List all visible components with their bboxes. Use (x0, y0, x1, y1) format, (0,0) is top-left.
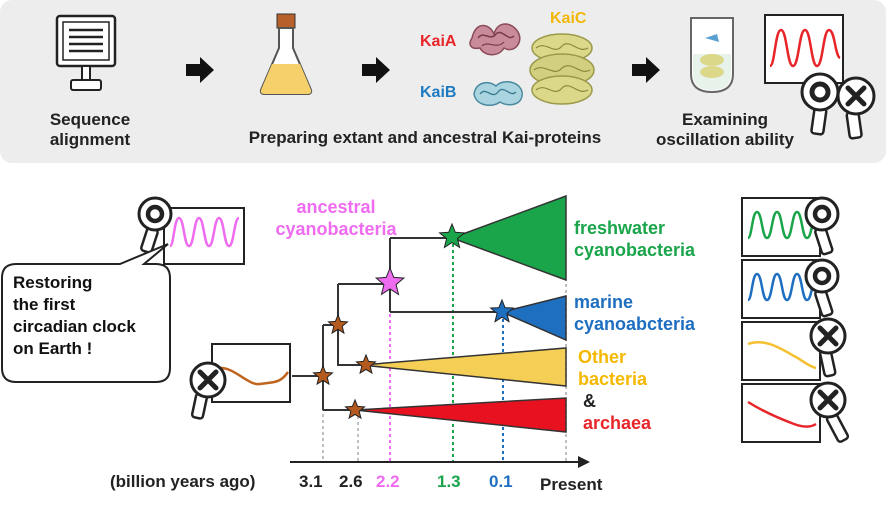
step3-line1: Examining (682, 110, 768, 129)
kaic-structure-image (529, 33, 595, 105)
archaea-label: archaea (583, 413, 652, 433)
star-node-a (327, 313, 349, 335)
step1-line2: alignment (49, 130, 131, 149)
tick-label-2.6: 2.6 (339, 472, 363, 491)
kaib-label: KaiB (420, 84, 457, 101)
cross-magnifier-icon (809, 317, 847, 378)
step1-line1: Sequence (49, 110, 131, 129)
circle-magnifier-icon (800, 72, 840, 136)
workflow-panel (0, 0, 886, 163)
archaea-flat-graph (741, 383, 821, 443)
step-sequence-alignment: Sequence alignment (40, 110, 140, 150)
ancestral-line2: cyanobacteria (275, 219, 397, 239)
time-axis-arrowhead (578, 456, 590, 468)
time-unit-label: (billion years ago) (110, 472, 256, 491)
cross-magnifier-icon (836, 76, 876, 140)
step-examining-oscillation: Examining oscillation ability (630, 110, 820, 150)
marine-cyanobacteria-label: marine cyanoabcteria (574, 291, 695, 335)
step3-line2: oscillation ability (656, 130, 794, 149)
callout-line4: on Earth ! (13, 339, 93, 358)
star-ancestral-cyanobacteria (374, 266, 406, 296)
other-bacteria-label: Other bacteria (578, 346, 647, 390)
present-label: Present (540, 475, 603, 494)
flask-icon (259, 13, 313, 95)
tick-label-3.1: 3.1 (299, 472, 323, 491)
kaib-structure-image (473, 80, 523, 107)
kaic-label: KaiC (550, 10, 587, 27)
freshwater-line1: freshwater (574, 218, 666, 238)
star-node-3.1 (312, 364, 334, 386)
step-preparing-proteins: Preparing extant and ancestral Kai-prote… (248, 128, 602, 147)
freshwater-oscillation-graph (741, 197, 821, 257)
freshwater-clade-triangle (449, 194, 567, 282)
freshwater-line2: cyanobacteria (574, 240, 696, 260)
marine-line1: marine (574, 292, 634, 312)
arrow-right-icon (186, 57, 214, 83)
marine-line2: cyanoabcteria (574, 314, 696, 334)
arrow-right-icon (632, 57, 660, 83)
beaker-icon (690, 17, 734, 94)
computer-monitor-icon (55, 14, 117, 91)
ampersand-label: & (583, 391, 596, 411)
other-line2: bacteria (578, 369, 648, 389)
arrow-right-icon (362, 57, 390, 83)
circle-magnifier-icon (137, 196, 173, 254)
archaea-clade-triangle (354, 397, 567, 433)
oscillation-result-graph (764, 14, 844, 84)
ancestral-cyanobacteria-label: ancestral cyanobacteria (266, 196, 406, 240)
marine-clade-triangle (499, 295, 567, 342)
tick-label-2.2: 2.2 (376, 472, 400, 491)
callout-line3: circadian clock (13, 317, 136, 336)
callout-line1: Restoring (13, 273, 93, 292)
tick-label-0.1: 0.1 (489, 472, 513, 491)
ancestral-oscillation-graph (163, 207, 245, 265)
circle-magnifier-icon (804, 258, 840, 318)
circle-magnifier-icon (804, 196, 840, 256)
branch-to-bacteria-node (337, 325, 362, 366)
other-bacteria-clade-triangle (361, 347, 567, 387)
star-node-archaea (344, 398, 366, 420)
star-node-bacteria (355, 353, 377, 375)
tick-label-1.3: 1.3 (437, 472, 461, 491)
cross-magnifier-icon (189, 361, 227, 420)
star-freshwater-node (438, 222, 466, 249)
star-marine-node (489, 298, 515, 323)
ancestral-line1: ancestral (296, 197, 376, 217)
kaia-structure-image (469, 23, 521, 56)
callout-line2: the first (13, 295, 76, 314)
kaia-label: KaiA (420, 33, 457, 50)
freshwater-cyanobacteria-label: freshwater cyanobacteria (574, 217, 695, 261)
cross-magnifier-icon (809, 381, 850, 443)
callout-bubble (1, 243, 171, 383)
callout-text: Restoring the first circadian clock on E… (13, 272, 136, 360)
other-line1: Other (578, 347, 627, 367)
